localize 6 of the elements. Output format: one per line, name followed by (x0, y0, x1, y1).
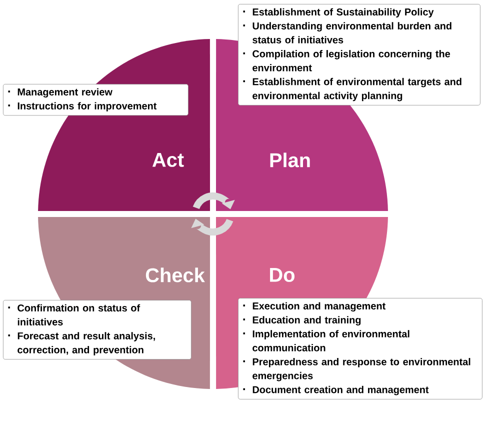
cycle-arrow (191, 218, 234, 236)
callout-box: Execution and management Education and training Implementation of environmental communication Preparedness and response to environmental emergencies Document creation and management (238, 298, 482, 400)
cycle-arrow (192, 192, 235, 210)
callout-box: Confirmation on status of initiatives Forecast and result analysis, correction, and prevention (3, 300, 192, 360)
callout-box: Management review Instructions for improvement (3, 84, 188, 116)
callout-box: Establishment of Sustainability Policy Understanding environmental burden and status of initiatives Compilation of legislation concerning the environment Establishment of environmental targets and environmental activity planning (238, 4, 480, 106)
